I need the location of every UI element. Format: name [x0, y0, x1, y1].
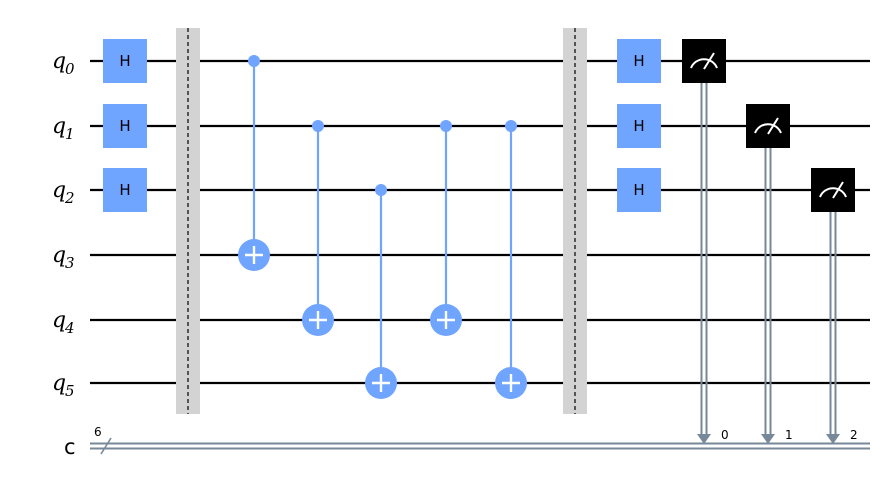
meter-arc-icon: [690, 58, 718, 69]
measure-gate: [746, 104, 790, 148]
qubit-index-label: 4: [64, 319, 75, 337]
measure-bit-label: 1: [785, 428, 793, 442]
hadamard-gate-label: H: [119, 117, 130, 135]
meter-arc-icon: [819, 187, 847, 198]
measure-arrowhead: [761, 434, 775, 444]
hadamard-gate: [617, 104, 661, 148]
measure-arrowhead: [697, 434, 711, 444]
qubit-index-label: 5: [65, 382, 75, 400]
hadamard-gate: [103, 39, 147, 83]
measure-bit-label: 0: [721, 428, 729, 442]
qubit-label: q: [52, 114, 66, 139]
hadamard-gate-label: H: [633, 181, 644, 199]
qubit-label: q: [52, 308, 66, 333]
meter-needle-icon: [703, 52, 715, 70]
cnot-control-dot: [312, 120, 324, 132]
meter-needle-icon: [767, 117, 779, 135]
cnot-control-dot: [248, 55, 260, 67]
hadamard-gate-label: H: [119, 52, 130, 70]
hadamard-gate-label: H: [633, 117, 644, 135]
qubit-label: q: [52, 243, 66, 268]
hadamard-gate: [617, 39, 661, 83]
measure-gate: [682, 39, 726, 83]
qubit-label: q: [52, 178, 66, 203]
hadamard-gate: [617, 168, 661, 212]
gates-layer: H H H H H H 0 1 2: [103, 39, 858, 444]
qubit-index-label: 2: [64, 189, 75, 207]
hadamard-gate-label: H: [119, 181, 130, 199]
qubit-index-label: 1: [65, 125, 75, 143]
qubit-index-label: 3: [65, 254, 75, 272]
qubit-label: q: [52, 49, 66, 74]
hadamard-gate: [103, 104, 147, 148]
register-width-slash: [100, 437, 112, 455]
meter-needle-icon: [832, 181, 844, 199]
cnot-control-dot: [440, 120, 452, 132]
wires-layer: [90, 59, 870, 455]
qubit-label: q: [52, 371, 66, 396]
cnot-control-dot: [375, 184, 387, 196]
register-width-label: 6: [94, 425, 102, 439]
qubit-index-label: 0: [65, 60, 75, 78]
classical-register-label: c: [64, 435, 76, 459]
measure-arrowhead: [826, 434, 840, 444]
measure-bit-label: 2: [850, 428, 858, 442]
meter-arc-icon: [754, 123, 782, 134]
barriers-layer: [176, 28, 587, 414]
hadamard-gate-label: H: [633, 52, 644, 70]
hadamard-gate: [103, 168, 147, 212]
cnot-control-dot: [505, 120, 517, 132]
measure-gate: [811, 168, 855, 212]
